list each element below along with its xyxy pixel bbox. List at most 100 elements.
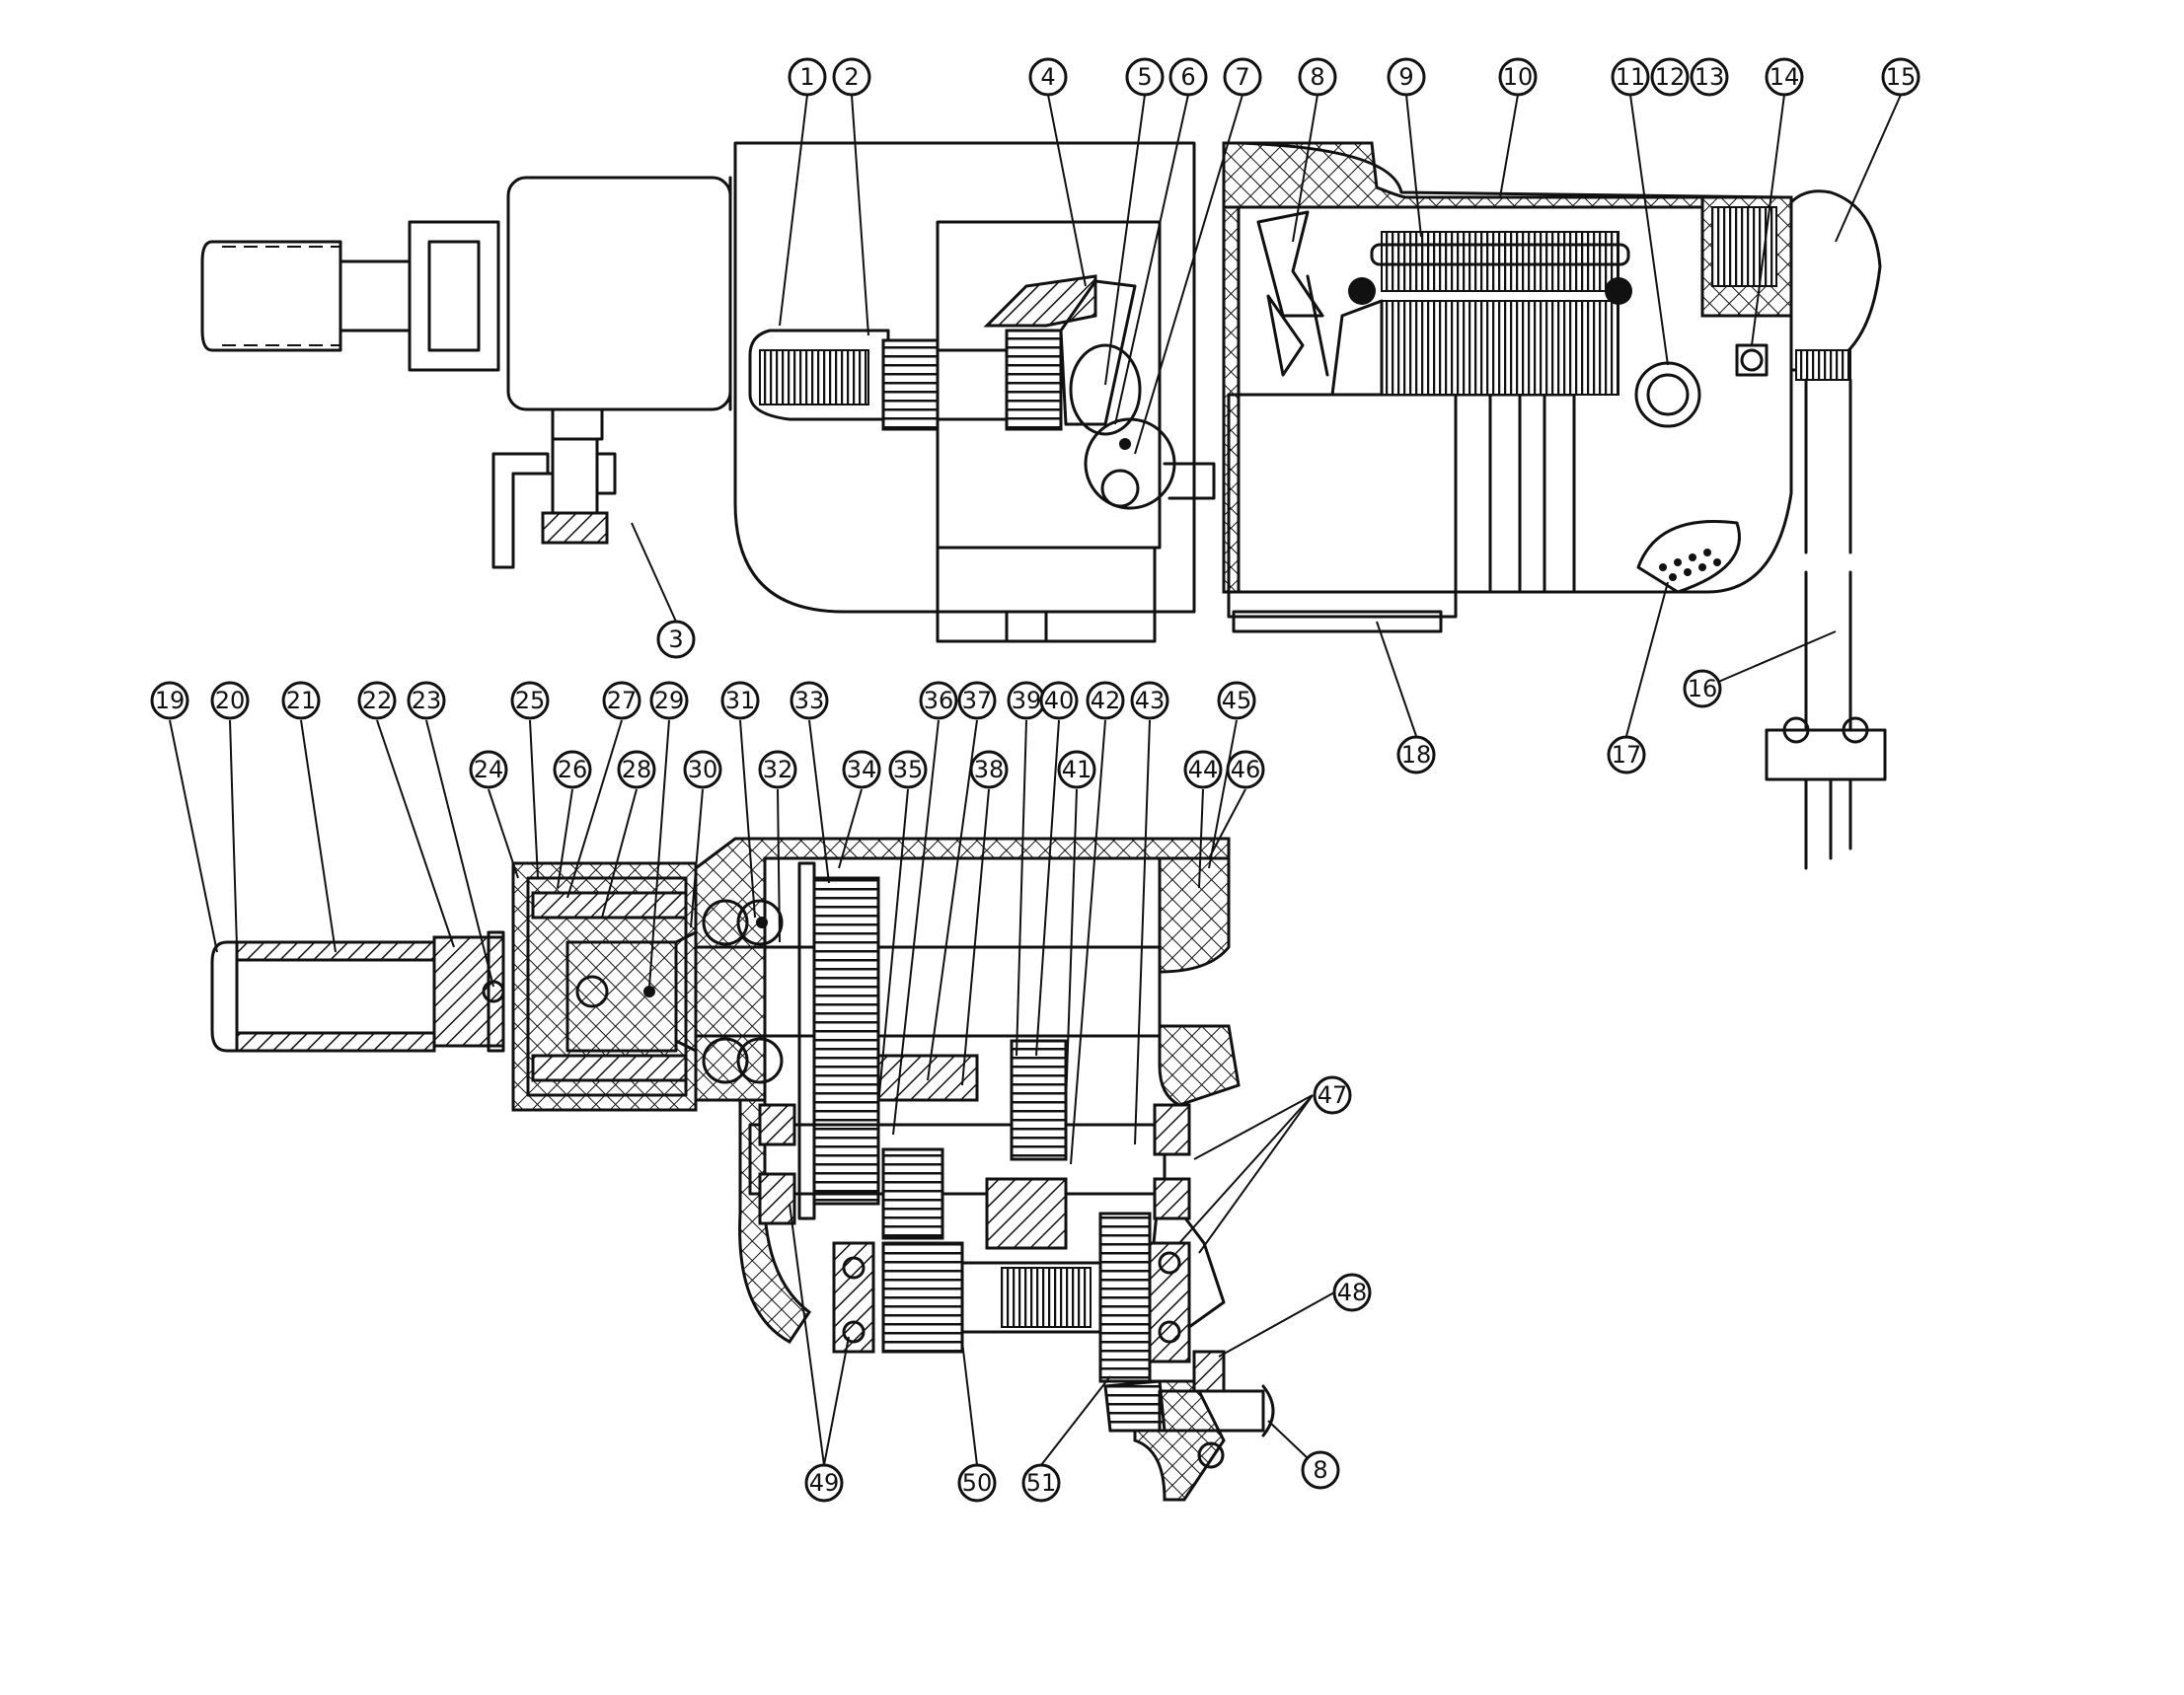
svg-text:16: 16 <box>1688 675 1718 702</box>
front-nose <box>200 176 732 411</box>
svg-text:15: 15 <box>1886 63 1917 91</box>
svg-text:38: 38 <box>974 756 1005 783</box>
callout-31: 31 <box>720 681 760 720</box>
svg-text:6: 6 <box>1180 63 1195 91</box>
svg-text:13: 13 <box>1694 63 1725 91</box>
callout-5: 5 <box>1125 57 1165 97</box>
svg-text:10: 10 <box>1503 63 1534 91</box>
svg-text:51: 51 <box>1026 1469 1057 1497</box>
svg-text:24: 24 <box>474 756 504 783</box>
callout-25: 25 <box>510 681 550 720</box>
callout-38: 38 <box>969 750 1009 789</box>
svg-text:25: 25 <box>515 687 546 714</box>
svg-text:3: 3 <box>668 626 683 653</box>
callout-46: 46 <box>1226 750 1265 789</box>
intermediate-shaft <box>748 1039 1167 1383</box>
svg-text:45: 45 <box>1222 687 1252 714</box>
callout-8-lower: 8 <box>1301 1450 1340 1490</box>
svg-text:44: 44 <box>1188 756 1219 783</box>
callout-2: 2 <box>832 57 871 97</box>
svg-text:17: 17 <box>1612 741 1642 769</box>
svg-text:2: 2 <box>844 63 859 91</box>
callout-50: 50 <box>957 1463 997 1503</box>
callout-40: 40 <box>1039 681 1079 720</box>
callout-4: 4 <box>1028 57 1068 97</box>
callout-45: 45 <box>1217 681 1256 720</box>
lower-assembly <box>210 837 1275 1502</box>
spindle-upper <box>748 274 1142 436</box>
callout-39: 39 <box>1007 681 1046 720</box>
svg-text:27: 27 <box>607 687 638 714</box>
svg-text:14: 14 <box>1770 63 1800 91</box>
svg-text:37: 37 <box>962 687 993 714</box>
callout-26: 26 <box>553 750 592 789</box>
callout-29: 29 <box>649 681 689 720</box>
svg-text:49: 49 <box>809 1469 840 1497</box>
svg-text:47: 47 <box>1318 1081 1348 1109</box>
callout-18: 18 <box>1396 735 1436 774</box>
svg-text:35: 35 <box>893 756 924 783</box>
callout-42: 42 <box>1086 681 1125 720</box>
callout-14: 14 <box>1765 57 1804 97</box>
bearings <box>758 1103 1226 1469</box>
output-shaft <box>694 899 1162 1084</box>
svg-text:43: 43 <box>1135 687 1166 714</box>
svg-text:7: 7 <box>1235 63 1249 91</box>
svg-text:29: 29 <box>654 687 685 714</box>
callout-30: 30 <box>683 750 722 789</box>
svg-text:22: 22 <box>362 687 393 714</box>
callout-51: 51 <box>1021 1463 1061 1503</box>
callout-32: 32 <box>758 750 797 789</box>
svg-text:12: 12 <box>1655 63 1686 91</box>
svg-text:5: 5 <box>1137 63 1152 91</box>
svg-text:41: 41 <box>1062 756 1092 783</box>
callout-8: 8 <box>1298 57 1337 97</box>
callout-10: 10 <box>1498 57 1538 97</box>
callout-12: 12 <box>1650 57 1690 97</box>
svg-text:33: 33 <box>794 687 825 714</box>
valve-assembly <box>491 407 617 569</box>
svg-text:34: 34 <box>847 756 877 783</box>
callouts: 1 2 3 4 5 6 7 8 9 10 11 12 13 14 15 16 1… <box>150 57 1920 1503</box>
callout-23: 23 <box>407 681 446 720</box>
callout-49: 49 <box>804 1463 844 1503</box>
front-sleeve <box>210 930 505 1053</box>
svg-text:8: 8 <box>1310 63 1324 91</box>
callout-44: 44 <box>1183 750 1223 789</box>
svg-text:18: 18 <box>1401 741 1432 769</box>
svg-text:28: 28 <box>622 756 652 783</box>
callout-9: 9 <box>1387 57 1426 97</box>
callout-7: 7 <box>1223 57 1262 97</box>
callout-16: 16 <box>1683 669 1722 708</box>
large-gear <box>797 861 880 1220</box>
callout-20: 20 <box>210 681 250 720</box>
svg-text:23: 23 <box>412 687 442 714</box>
svg-text:1: 1 <box>799 63 814 91</box>
svg-text:11: 11 <box>1616 63 1646 91</box>
svg-text:30: 30 <box>688 756 718 783</box>
collet-housing <box>511 861 698 1112</box>
callout-17: 17 <box>1607 735 1646 774</box>
svg-text:42: 42 <box>1091 687 1121 714</box>
svg-text:31: 31 <box>725 687 756 714</box>
armature <box>1330 231 1769 428</box>
callout-15: 15 <box>1881 57 1920 97</box>
callout-3: 3 <box>656 620 696 659</box>
callout-48: 48 <box>1332 1273 1372 1312</box>
svg-text:32: 32 <box>763 756 793 783</box>
vent-grille <box>1636 519 1741 594</box>
callout-11: 11 <box>1611 57 1650 97</box>
callout-24: 24 <box>469 750 508 789</box>
cord-and-plug <box>1765 189 1887 870</box>
svg-text:50: 50 <box>962 1469 993 1497</box>
callout-6: 6 <box>1168 57 1208 97</box>
eccentric-cam <box>1084 417 1216 510</box>
callout-35: 35 <box>888 750 928 789</box>
callout-37: 37 <box>957 681 997 720</box>
svg-text:21: 21 <box>286 687 317 714</box>
callout-43: 43 <box>1130 681 1169 720</box>
svg-text:26: 26 <box>558 756 588 783</box>
fan-blades <box>1256 210 1329 377</box>
svg-text:39: 39 <box>1012 687 1042 714</box>
